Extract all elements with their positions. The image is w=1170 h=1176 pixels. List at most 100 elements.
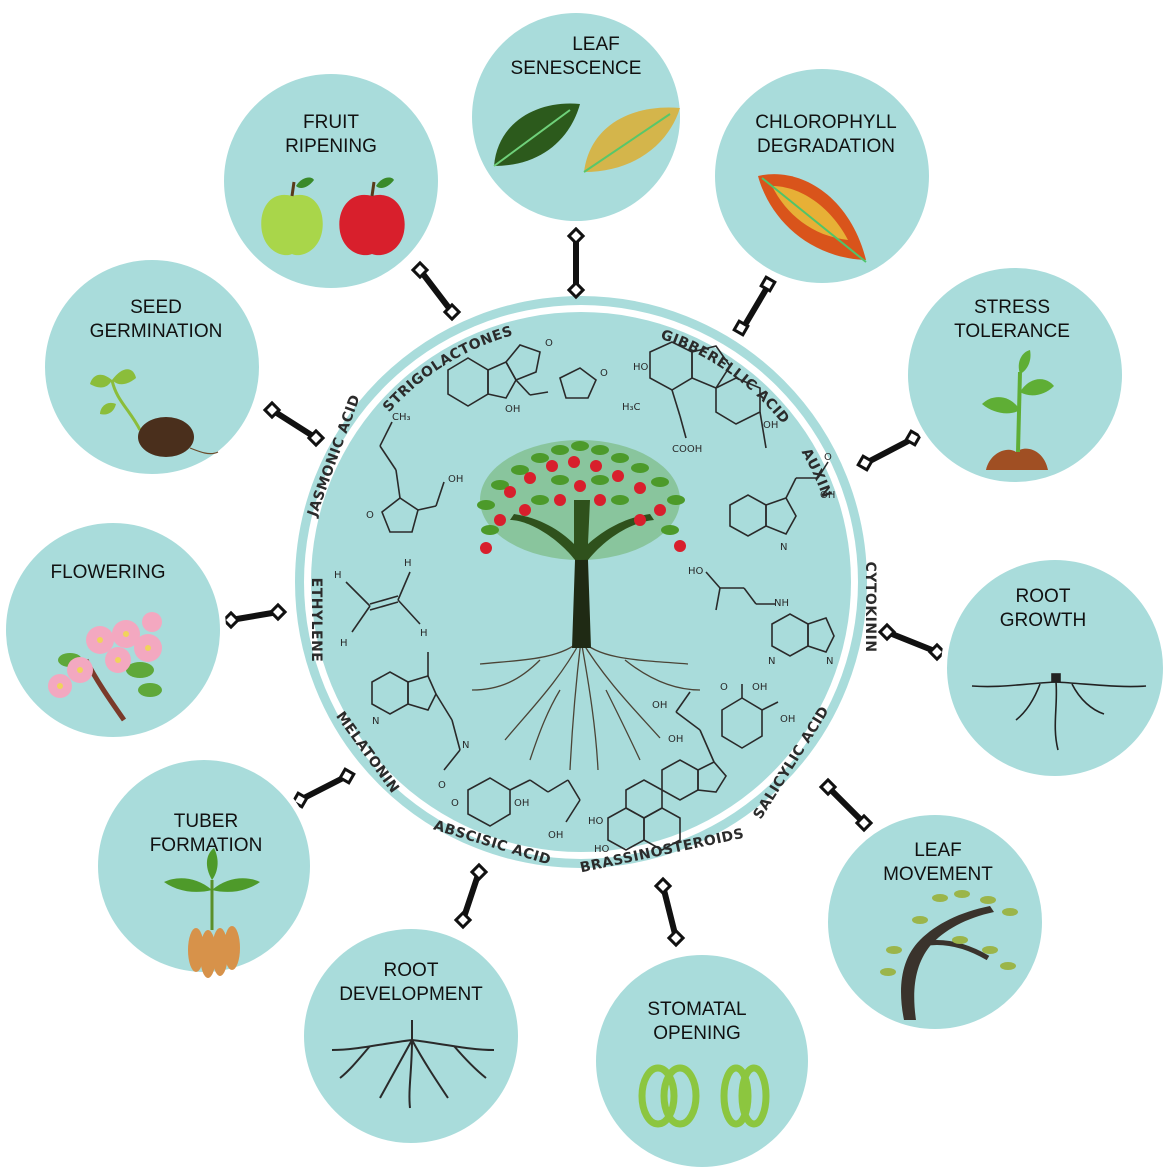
connector-stress-tolerance bbox=[856, 429, 922, 472]
connector-leaf-movement bbox=[818, 777, 874, 833]
svg-text:O: O bbox=[451, 798, 459, 809]
brassinosteroid-structure: HO HO OH OH bbox=[588, 691, 727, 855]
svg-text:O: O bbox=[600, 368, 608, 379]
process-label-line1: FLOWERING bbox=[50, 562, 165, 583]
stomata-icon bbox=[638, 1064, 770, 1128]
process-label-line1: LEAF bbox=[914, 840, 962, 861]
svg-text:N: N bbox=[780, 542, 787, 553]
process-circles: LEAF SENESCENCE CHLOROPHYLL DEGRADATION bbox=[0, 7, 1169, 1173]
svg-text:OH: OH bbox=[780, 714, 795, 725]
process-stomatal-opening: STOMATAL OPENING bbox=[590, 949, 814, 1173]
tree-canopy bbox=[477, 440, 686, 560]
connector-root-growth bbox=[877, 622, 947, 662]
svg-text:HO: HO bbox=[594, 844, 610, 855]
process-label-line1: TUBER bbox=[174, 811, 238, 832]
process-label-line2: GERMINATION bbox=[90, 321, 223, 342]
connector-tuber-formation bbox=[291, 767, 356, 809]
svg-text:OH: OH bbox=[505, 404, 520, 415]
connector-flowering bbox=[221, 602, 288, 630]
connector-root-development bbox=[453, 862, 489, 930]
cytokinin-structure: HO NH N N bbox=[688, 566, 835, 667]
svg-text:OH: OH bbox=[548, 830, 563, 841]
connector-leaf-senescence bbox=[566, 226, 586, 300]
svg-text:H₃C: H₃C bbox=[622, 402, 641, 413]
process-chlorophyll-degradation: CHLOROPHYLL DEGRADATION bbox=[709, 63, 935, 289]
process-label-line2: GROWTH bbox=[1000, 610, 1087, 631]
leaves-icon bbox=[493, 103, 680, 173]
svg-text:OH: OH bbox=[752, 682, 767, 693]
strigolactone-structure: OH O O bbox=[447, 338, 608, 415]
svg-text:N: N bbox=[462, 740, 469, 751]
melatonin-structure: N N O bbox=[371, 652, 469, 791]
gibberellic-acid-structure: HO H₃C COOH OH bbox=[622, 341, 778, 455]
process-fruit-ripening: FRUIT RIPENING bbox=[218, 68, 444, 294]
tree-roots bbox=[471, 639, 701, 771]
svg-text:HO: HO bbox=[688, 566, 704, 577]
svg-text:COOH: COOH bbox=[672, 444, 702, 455]
process-label-line2: SENESCENCE bbox=[511, 58, 642, 79]
hormone-label-cytokinin: CYTOKININ bbox=[862, 561, 878, 652]
root-system-icon bbox=[331, 1020, 495, 1109]
svg-text:N: N bbox=[826, 656, 833, 667]
svg-text:O: O bbox=[545, 338, 553, 349]
svg-text:OH: OH bbox=[448, 474, 463, 485]
process-label-line1: STRESS bbox=[974, 297, 1050, 318]
svg-text:OH: OH bbox=[668, 734, 683, 745]
germinating-seed-icon bbox=[90, 369, 219, 457]
tree-trunk bbox=[510, 500, 654, 648]
process-root-growth: ROOT GROWTH bbox=[941, 554, 1169, 782]
process-label-line1: ROOT bbox=[1016, 586, 1071, 607]
svg-text:H: H bbox=[420, 628, 428, 639]
tuber-icon bbox=[164, 848, 260, 978]
svg-text:N: N bbox=[372, 716, 379, 727]
svg-text:O: O bbox=[720, 682, 728, 693]
salicylic-acid-structure: O OH OH bbox=[720, 682, 795, 749]
process-label-line2: DEGRADATION bbox=[757, 136, 895, 157]
process-label-line2: RIPENING bbox=[285, 136, 377, 157]
central-tree-icon bbox=[471, 440, 701, 771]
process-label-line1: FRUIT bbox=[303, 112, 359, 133]
process-label-line2: FORMATION bbox=[150, 835, 263, 856]
apples-icon bbox=[261, 177, 405, 256]
svg-text:O: O bbox=[824, 452, 832, 463]
svg-text:HO: HO bbox=[588, 816, 604, 827]
degraded-leaf-icon bbox=[758, 174, 867, 263]
connector-seed-germination bbox=[262, 400, 326, 448]
process-label-line1: LEAF bbox=[572, 34, 620, 55]
process-label-line1: ROOT bbox=[384, 960, 439, 981]
svg-text:H: H bbox=[404, 558, 412, 569]
connector-stomatal-opening bbox=[653, 876, 686, 948]
process-label-line1: STOMATAL bbox=[647, 999, 746, 1020]
process-stress-tolerance: STRESS TOLERANCE bbox=[902, 262, 1128, 488]
root-icon bbox=[971, 673, 1147, 751]
auxin-structure: OH O N bbox=[729, 452, 835, 553]
seedling-icon bbox=[982, 350, 1054, 470]
svg-text:CH₃: CH₃ bbox=[392, 412, 411, 423]
process-leaf-senescence: LEAF SENESCENCE bbox=[466, 7, 686, 227]
svg-text:O: O bbox=[438, 780, 446, 791]
connector-fruit-ripening bbox=[410, 260, 462, 322]
connector-chlorophyll-degradation bbox=[732, 275, 777, 337]
connectors bbox=[221, 226, 947, 948]
process-label-line2: DEVELOPMENT bbox=[339, 984, 483, 1005]
process-label-line2: OPENING bbox=[653, 1023, 741, 1044]
svg-text:H: H bbox=[340, 638, 348, 649]
jasmonic-acid-structure: O OH CH₃ bbox=[366, 412, 463, 533]
flower-branch-icon bbox=[48, 612, 162, 722]
svg-text:OH: OH bbox=[820, 490, 835, 501]
windblown-tree-icon bbox=[880, 890, 1018, 1020]
svg-text:OH: OH bbox=[763, 420, 778, 431]
ethylene-structure: H H H H bbox=[334, 558, 428, 649]
hormone-label-ethylene: ETHYLENE bbox=[308, 578, 324, 663]
process-label-line1: CHLOROPHYLL bbox=[755, 112, 897, 133]
svg-text:H: H bbox=[334, 570, 342, 581]
process-label-line2: MOVEMENT bbox=[883, 864, 993, 885]
process-label-line1: SEED bbox=[130, 297, 182, 318]
process-root-development: ROOT DEVELOPMENT bbox=[298, 923, 524, 1149]
process-seed-germination: SEED GERMINATION bbox=[39, 254, 265, 480]
svg-text:O: O bbox=[366, 510, 374, 521]
svg-text:NH: NH bbox=[774, 598, 789, 609]
process-leaf-movement: LEAF MOVEMENT bbox=[822, 809, 1048, 1035]
svg-text:HO: HO bbox=[633, 362, 649, 373]
